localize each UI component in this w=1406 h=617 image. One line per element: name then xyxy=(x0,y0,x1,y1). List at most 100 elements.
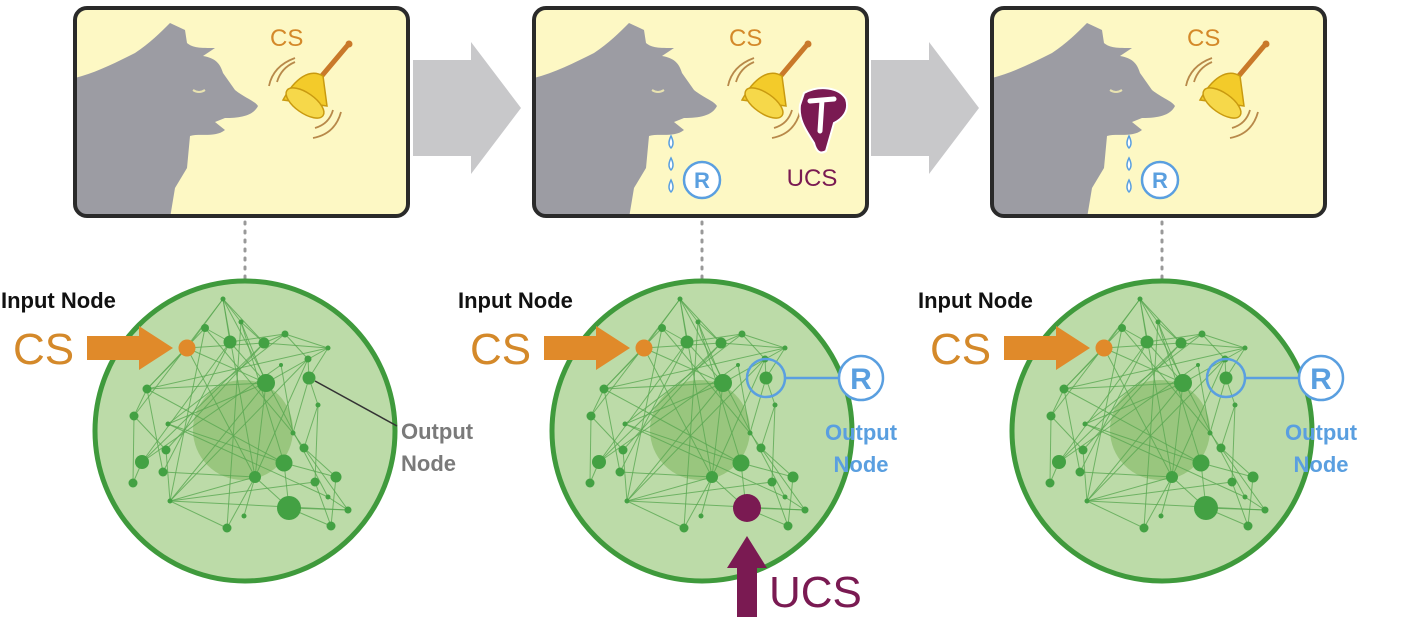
network-node xyxy=(756,443,766,453)
network-edge xyxy=(1139,298,1246,498)
network-edge xyxy=(760,447,794,478)
network-node xyxy=(1216,443,1226,453)
sound-wave xyxy=(312,111,342,139)
network-edge xyxy=(741,333,786,349)
neural-network xyxy=(1009,278,1315,584)
scene-content: CSR xyxy=(992,23,1270,216)
network-edge xyxy=(1050,388,1065,417)
saliva-drop xyxy=(1126,178,1132,194)
ucs-input-node xyxy=(733,494,761,522)
bell-mouth xyxy=(744,87,784,119)
network-edges xyxy=(589,298,806,529)
network-core-blob xyxy=(650,380,750,480)
dog-silhouette xyxy=(992,23,1175,216)
network-edge xyxy=(169,481,316,502)
scene-border xyxy=(73,6,410,218)
network-node xyxy=(772,402,778,408)
network-edge xyxy=(1171,358,1226,478)
network-edge xyxy=(1086,382,1184,502)
network-edge xyxy=(643,347,724,384)
network-node xyxy=(135,455,149,469)
network-node xyxy=(586,411,596,421)
scene-box: CSR xyxy=(990,6,1327,218)
network-edge xyxy=(1160,476,1173,517)
network-edge xyxy=(222,298,256,478)
output-node-label: Node xyxy=(834,452,889,477)
network-edge xyxy=(622,449,628,502)
bell-knob xyxy=(804,40,812,48)
scene-cs-label: CS xyxy=(1187,25,1220,52)
network-edge xyxy=(626,358,766,502)
sound-wave xyxy=(1231,109,1251,129)
network-edge xyxy=(165,449,171,502)
steak-icon xyxy=(798,87,848,154)
response-badge: R xyxy=(837,354,885,402)
network-node xyxy=(679,523,689,533)
network-edge xyxy=(1086,476,1173,502)
network-node xyxy=(618,445,628,455)
network-node xyxy=(1059,384,1069,394)
sound-wave xyxy=(727,57,755,87)
network-node xyxy=(1082,421,1088,427)
dog-silhouette xyxy=(534,23,717,216)
network-edge xyxy=(314,404,319,483)
network-edge xyxy=(603,347,645,390)
network-node xyxy=(1207,430,1213,436)
network-node xyxy=(1192,454,1210,472)
transition-arrow xyxy=(413,42,521,174)
network-node xyxy=(299,443,309,453)
network-node xyxy=(1198,330,1206,338)
network-node xyxy=(1139,523,1149,533)
scene-border xyxy=(532,6,869,218)
response-circle xyxy=(682,160,722,200)
network-edge xyxy=(784,496,806,511)
network-edge xyxy=(254,358,309,478)
network-edge xyxy=(1201,333,1226,360)
network-node xyxy=(238,319,244,325)
output-node-label: Output xyxy=(825,420,898,445)
network-node xyxy=(677,296,683,302)
network-edge xyxy=(284,333,309,360)
network-node xyxy=(281,330,289,338)
network-edge xyxy=(167,423,329,498)
network-edge xyxy=(167,333,286,425)
network-node xyxy=(165,421,171,427)
network-edge xyxy=(1103,347,1173,478)
network-edge xyxy=(1086,327,1123,502)
network-edge xyxy=(1247,476,1254,527)
network-node xyxy=(1075,467,1085,477)
network-edge xyxy=(1220,447,1254,478)
bell-icon xyxy=(727,40,812,139)
network-node xyxy=(1196,363,1200,367)
network-edge xyxy=(146,388,164,473)
sound-wave xyxy=(276,61,296,83)
network-node xyxy=(695,319,701,325)
network-edge xyxy=(1182,347,1246,384)
network-edge xyxy=(226,321,242,529)
network-node xyxy=(1118,324,1126,332)
input-node xyxy=(178,339,196,357)
network-node xyxy=(1175,337,1187,349)
network-edge xyxy=(679,298,722,344)
network-edge xyxy=(1079,471,1173,478)
network-node xyxy=(585,478,595,488)
network-node xyxy=(310,477,320,487)
network-node xyxy=(1243,521,1253,531)
bell-handle xyxy=(317,43,350,81)
network-core-blob xyxy=(1110,380,1210,480)
input-node xyxy=(1095,339,1113,357)
response-circle xyxy=(1140,160,1180,200)
network-edge xyxy=(169,382,267,502)
network-edge xyxy=(169,476,256,502)
network-edge xyxy=(186,347,267,384)
network-edge xyxy=(700,476,713,517)
network-node xyxy=(622,421,628,427)
network-node xyxy=(249,471,261,483)
network-edge xyxy=(741,333,766,360)
sound-wave xyxy=(1185,57,1213,87)
network-edge xyxy=(771,481,789,527)
scene-box: CS xyxy=(73,6,410,218)
network-edge xyxy=(679,298,699,323)
